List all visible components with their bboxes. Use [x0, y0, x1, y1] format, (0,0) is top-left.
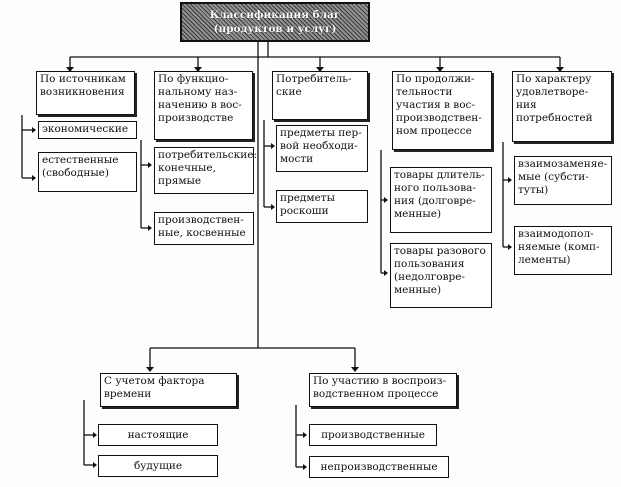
- item-future: будущие: [98, 455, 218, 477]
- diagram-title: Классификация благ (продуктов и услуг): [180, 2, 370, 42]
- item-substitutes: взаимозаменяе- мые (субсти- туты): [514, 156, 612, 205]
- category-source: По источникам возникновения: [36, 71, 135, 115]
- category-participation: По участию в воспроиз- водственном проце…: [309, 373, 457, 407]
- item-present: настоящие: [98, 424, 218, 446]
- item-consumer-final: потребительские: конечные, прямые: [154, 147, 257, 194]
- item-complements: взаимодопол- няемые (комп- лементы): [514, 226, 612, 275]
- item-natural: естественные (свободные): [38, 152, 137, 192]
- item-long-term: товары длитель- ного пользова- ния (долг…: [390, 167, 492, 233]
- item-production-indirect: производствен- ные, косвенные: [154, 212, 254, 245]
- category-consumer: Потребитель- ские: [272, 71, 368, 120]
- item-economic: экономические: [38, 121, 137, 139]
- category-functional: По функцио- нальному наз- начению в вос-…: [154, 71, 253, 140]
- item-productive: производственные: [309, 424, 437, 446]
- category-time: С учетом фактора времени: [100, 373, 237, 407]
- item-single-use: товары разового пользования (недолговре-…: [390, 243, 492, 308]
- item-first-necessity: предметы пер- вой необходи- мости: [276, 125, 368, 172]
- item-nonproductive: непроизводственные: [309, 456, 449, 478]
- item-luxury: предметы роскоши: [276, 190, 368, 223]
- category-character: По характеру удовлетворе- ния потребност…: [512, 71, 612, 142]
- category-duration: По продолжи- тельности участия в вос- пр…: [392, 71, 492, 150]
